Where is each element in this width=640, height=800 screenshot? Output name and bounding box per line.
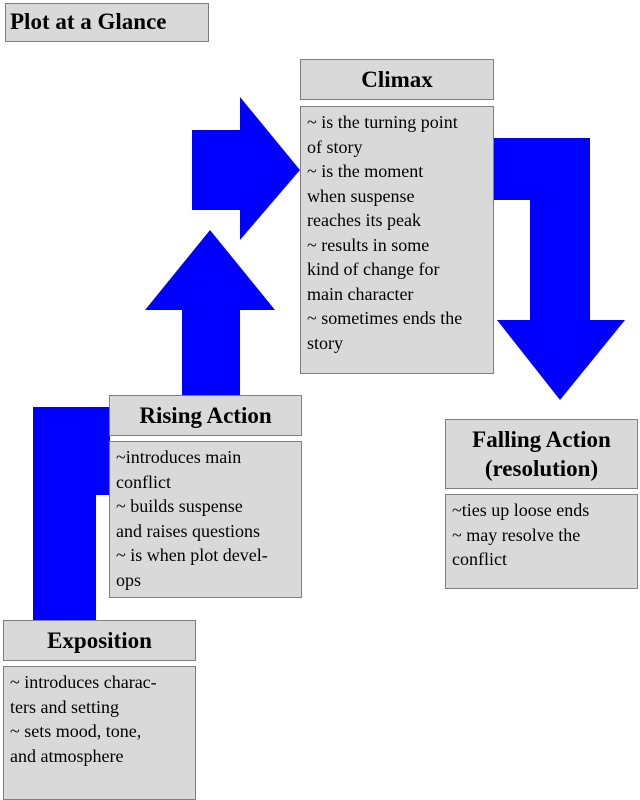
climax-description: ~ is the turning point of story ~ is the… <box>307 112 463 353</box>
falling-action-description: ~ties up loose ends ~ may resolve the co… <box>452 500 590 569</box>
falling-action-description-box: ~ties up loose ends ~ may resolve the co… <box>445 494 638 589</box>
exposition-heading-box: Exposition <box>3 620 196 661</box>
climax-heading-box: Climax <box>300 59 494 100</box>
title-box: Plot at a Glance <box>5 3 209 42</box>
rising-action-up-arrow <box>145 230 275 398</box>
page-title: Plot at a Glance <box>10 9 167 34</box>
falling-action-down-arrow <box>493 138 625 400</box>
exposition-connector-arrow <box>33 407 110 660</box>
rising-action-description-box: ~introduces main conflict ~ builds suspe… <box>109 441 302 598</box>
falling-action-heading: Falling Action (resolution) <box>472 427 611 481</box>
rising-action-heading: Rising Action <box>139 403 272 428</box>
falling-action-heading-box: Falling Action (resolution) <box>445 419 638 489</box>
climax-heading: Climax <box>361 67 433 92</box>
right-arrow-to-climax <box>192 97 300 240</box>
rising-action-description: ~introduces main conflict ~ builds suspe… <box>116 447 268 590</box>
exposition-description: ~ introduces charac- ters and setting ~ … <box>10 672 157 766</box>
climax-description-box: ~ is the turning point of story ~ is the… <box>300 106 494 374</box>
rising-action-heading-box: Rising Action <box>109 395 302 436</box>
exposition-heading: Exposition <box>47 628 152 653</box>
exposition-description-box: ~ introduces charac- ters and setting ~ … <box>3 666 196 800</box>
